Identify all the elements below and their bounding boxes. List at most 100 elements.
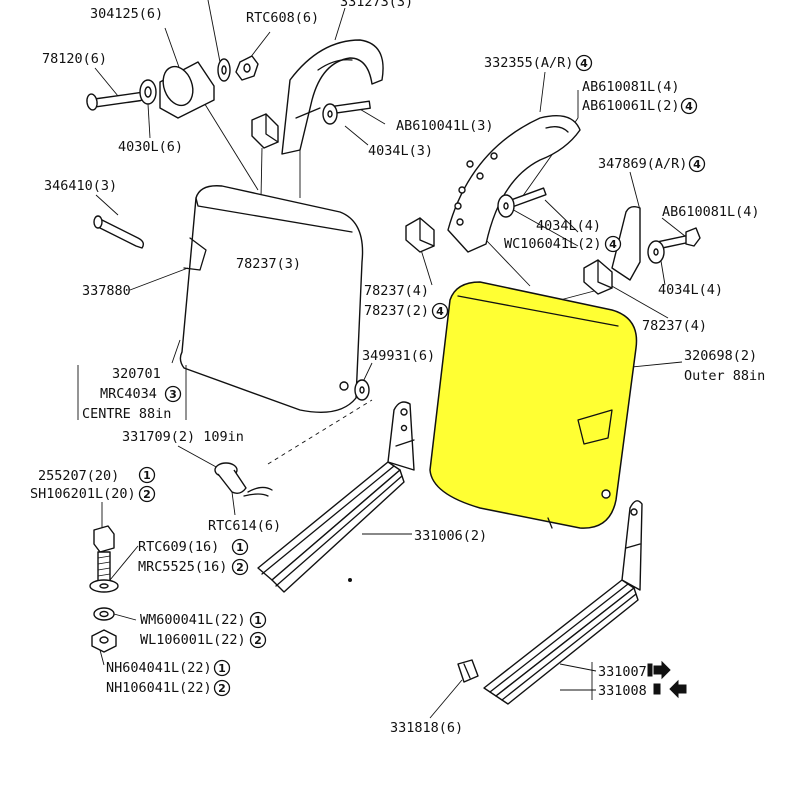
washer-4030l	[139, 79, 157, 105]
note-4-ab610061l: 4	[680, 97, 698, 115]
runner-331007	[483, 500, 643, 705]
note-1-nh604041l: 1	[213, 659, 231, 677]
svg-text:1: 1	[254, 614, 262, 627]
label-78237-4a: 78237(4)	[364, 283, 429, 299]
label-4030l: 4030L(6)	[118, 139, 183, 155]
alignment-line-5	[559, 289, 599, 301]
leader-78120	[94, 67, 119, 97]
leader-346410	[95, 194, 119, 216]
label-255207: 255207(20)	[38, 468, 119, 484]
leader-347869	[629, 171, 641, 211]
svg-text:4: 4	[580, 57, 588, 70]
washer-rtc608	[217, 55, 259, 82]
clip-78237-right	[583, 259, 613, 295]
label-rtc608: RTC608(6)	[246, 10, 319, 26]
label-304125: 304125(6)	[90, 6, 163, 22]
label-ab610081l-4a: AB610081L(4)	[582, 79, 680, 95]
leader-4034l-3	[344, 125, 369, 146]
stud-331709	[214, 462, 273, 497]
label-331818: 331818(6)	[390, 720, 463, 736]
note-3-mrc4034: 3	[164, 385, 182, 403]
svg-text:2: 2	[254, 634, 262, 647]
clip-78237-centre	[405, 217, 435, 253]
bolt-78120	[86, 91, 143, 111]
note-2-mrc5525: 2	[231, 558, 249, 576]
bracket-332355	[447, 115, 581, 253]
label-ab610081l-4b: AB610081L(4)	[662, 204, 760, 220]
label-nh604041l: NH604041L(22)	[106, 660, 212, 676]
label-78237-2: 78237(2)	[364, 303, 429, 319]
leader-nh604041l	[99, 649, 105, 666]
spacer-304125	[159, 61, 215, 119]
label-78237-3: 78237(3)	[236, 256, 301, 272]
leader-78237-4b	[609, 284, 669, 319]
leader-top-left	[207, 0, 221, 63]
washer-349931	[354, 379, 370, 401]
label-rtc609: RTC609(16)	[138, 539, 219, 555]
label-337880: 337880	[82, 283, 131, 299]
leader-wc106041l	[509, 207, 579, 247]
label-4034l-3: 4034L(3)	[368, 143, 433, 159]
leader-331273	[334, 7, 346, 41]
label-331008: 331008	[598, 683, 647, 699]
runner-331006	[257, 401, 415, 593]
label-347869: 347869(A/R)	[598, 156, 687, 172]
label-331006: 331006(2)	[414, 528, 487, 544]
label-4034l-4a: 4034L(4)	[536, 218, 601, 234]
washer-rtc609	[89, 579, 119, 593]
label-332355: 332355(A/R)	[484, 55, 573, 71]
arrow-right-stub	[647, 663, 653, 677]
leader-337880	[129, 267, 189, 291]
label-320701: 320701	[112, 366, 161, 382]
label-331273: 331273(3)	[340, 0, 413, 10]
label-outer: Outer 88in	[684, 368, 765, 384]
label-78120: 78120(6)	[42, 51, 107, 67]
nut-nh604041l	[91, 629, 117, 653]
label-sh106201l: SH106201L(20)	[30, 486, 136, 502]
leader-4030l	[147, 103, 151, 139]
note-2-nh106041l: 2	[213, 679, 231, 697]
label-4034l-4b: 4034L(4)	[658, 282, 723, 298]
label-mrc5525: MRC5525(16)	[138, 559, 227, 575]
part-labels: 304125(6) RTC608(6) 331273(3) 78120(6) 4…	[30, 0, 765, 736]
label-346410: 346410(3)	[44, 178, 117, 194]
cushion-320698-outer	[429, 281, 638, 529]
label-wc106041l: WC106041L(2)	[504, 236, 602, 252]
clip-78237-left	[251, 113, 279, 149]
bracket-331273	[281, 39, 384, 155]
label-331007: 331007	[598, 664, 647, 680]
leader-331818	[429, 679, 463, 719]
svg-text:2: 2	[218, 682, 226, 695]
dot-marker	[348, 578, 352, 582]
leader-wm600041l	[113, 613, 137, 621]
label-331709: 331709(2) 109in	[122, 429, 244, 445]
label-centre: CENTRE 88in	[82, 406, 171, 422]
bracket-347869	[611, 205, 641, 281]
pin-346410	[93, 215, 145, 249]
leader-331007	[559, 663, 597, 672]
svg-text:2: 2	[236, 561, 244, 574]
leader-rtc608	[249, 31, 271, 59]
note-markers: 4 4 4 4 4 3 1 2 1 2 1 2 1 2	[138, 54, 706, 697]
stop-331818	[457, 659, 479, 683]
alignment-line-4	[485, 239, 531, 287]
svg-text:4: 4	[609, 238, 617, 251]
svg-text:4: 4	[436, 305, 444, 318]
note-1-wm600041l: 1	[249, 611, 267, 629]
leader-320698	[631, 361, 683, 368]
leader-rtc609	[109, 545, 139, 581]
svg-text:1: 1	[143, 469, 151, 482]
note-4-332355: 4	[575, 54, 593, 72]
bolt-255207	[93, 525, 115, 583]
washer-wm600041l	[93, 607, 115, 621]
label-349931: 349931(6)	[362, 348, 435, 364]
bolt-ab610081l-upper	[497, 187, 547, 218]
svg-text:2: 2	[143, 488, 151, 501]
label-nh106041l: NH106041L(22)	[106, 680, 212, 696]
note-2-sh106201l: 2	[138, 485, 156, 503]
svg-text:1: 1	[218, 662, 226, 675]
cushion-337880-centre	[179, 185, 364, 413]
leader-4034l-4a	[544, 199, 579, 233]
